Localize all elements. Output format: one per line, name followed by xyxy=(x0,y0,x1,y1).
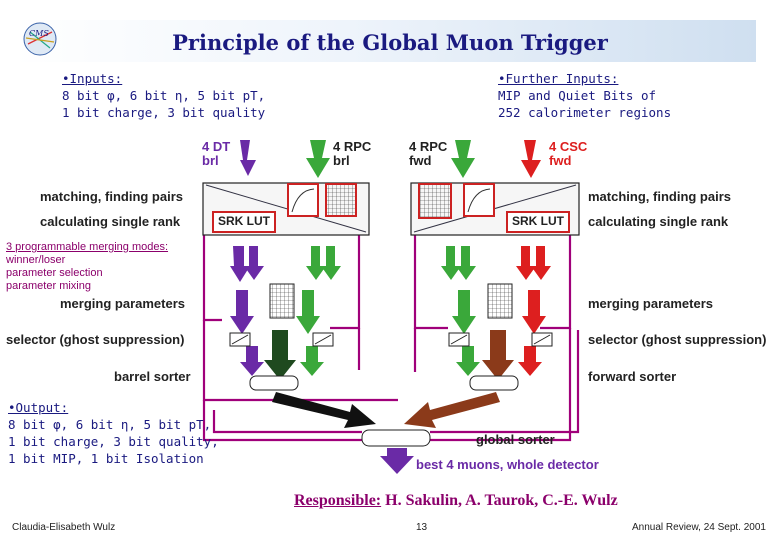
output-block: •Output: 8 bit φ, 6 bit η, 5 bit pT, 1 b… xyxy=(8,399,238,467)
source-rpc-fwd-region: fwd xyxy=(409,153,432,168)
right-curve xyxy=(467,188,491,213)
merging-right-label: merging parameters xyxy=(588,296,713,311)
footer-page-number: 13 xyxy=(416,522,428,533)
right-merge-block xyxy=(487,283,513,319)
source-dt: 4 DT brl xyxy=(202,140,230,168)
rpc-brl-input-arrow xyxy=(306,140,330,178)
left-grid-lut xyxy=(325,183,357,217)
calculating-right-label: calculating single rank xyxy=(588,214,729,229)
source-dt-name: 4 DT xyxy=(202,139,231,154)
output-line3: 1 bit MIP, 1 bit Isolation xyxy=(8,451,204,466)
source-rpc-fwd-name: 4 RPC xyxy=(409,139,448,154)
merging-mode-item: parameter mixing xyxy=(6,280,91,292)
footer-author: Claudia-Elisabeth Wulz xyxy=(12,522,116,533)
srk-lut-left-label: SRK LUT xyxy=(218,214,270,228)
cms-logo: CMS xyxy=(23,22,57,56)
source-rpc-brl-name: 4 RPC xyxy=(333,139,372,154)
merging-mode-item: winner/loser xyxy=(6,254,66,266)
best-muons-arrow xyxy=(380,448,414,474)
responsible-heading: Responsible: xyxy=(294,492,382,509)
mid-arrows xyxy=(230,246,551,282)
selector-left-label: selector (ghost suppression) xyxy=(6,332,185,347)
right-grid-lut xyxy=(418,183,452,219)
rpc-fwd-input-arrow xyxy=(451,140,475,178)
further-inputs-block: •Further Inputs: MIP and Quiet Bits of 2… xyxy=(498,70,738,121)
left-srk-lut-box xyxy=(212,211,276,233)
matching-right-label: matching, finding pairs xyxy=(588,189,732,204)
forward-to-global-arrow xyxy=(404,392,500,428)
dt-input-arrow xyxy=(240,140,256,176)
barrel-sorter-label: barrel sorter xyxy=(114,369,191,384)
inputs-heading: •Inputs: xyxy=(62,71,123,86)
merging-left-label: merging parameters xyxy=(60,296,185,311)
source-dt-region: brl xyxy=(202,153,219,168)
forward-sorter-label: forward sorter xyxy=(588,369,677,384)
barrel-sorter-box xyxy=(249,375,299,391)
merging-modes-heading: 3 programmable merging modes: xyxy=(6,241,169,253)
global-sorter-label: global sorter xyxy=(476,432,555,447)
barrel-to-global-arrow xyxy=(272,392,376,428)
merging-mode-item: parameter selection xyxy=(6,267,103,279)
source-csc: 4 CSC fwd xyxy=(549,140,587,168)
source-rpc-brl: 4 RPC brl xyxy=(333,140,371,168)
source-rpc-fwd: 4 RPC fwd xyxy=(409,140,447,168)
left-curve xyxy=(291,188,315,213)
selector-boxes xyxy=(229,332,553,347)
source-csc-name: 4 CSC xyxy=(549,139,588,154)
merging-modes-block: 3 programmable merging modes: winner/los… xyxy=(6,241,206,293)
global-sorter-box xyxy=(361,429,431,447)
input-arrows xyxy=(240,140,541,178)
forward-sorter-box xyxy=(469,375,519,391)
source-rpc-brl-region: brl xyxy=(333,153,350,168)
inputs-line2: 1 bit charge, 3 bit quality xyxy=(62,105,266,120)
source-csc-region: fwd xyxy=(549,153,572,168)
inputs-line1: 8 bit φ, 6 bit η, 5 bit pT, xyxy=(62,88,266,103)
footer-event: Annual Review, 24 Sept. 2001 xyxy=(632,522,766,533)
output-line2: 1 bit charge, 3 bit quality, xyxy=(8,434,219,449)
left-merge-block xyxy=(269,283,295,319)
output-line1: 8 bit φ, 6 bit η, 5 bit pT, xyxy=(8,417,212,432)
csc-input-arrow xyxy=(521,140,541,178)
further-inputs-line1: MIP and Quiet Bits of xyxy=(498,88,657,103)
page-title: Principle of the Global Muon Trigger xyxy=(172,30,608,55)
svg-text:CMS: CMS xyxy=(29,29,49,38)
responsible-line: Responsible: H. Sakulin, A. Taurok, C.-E… xyxy=(294,492,618,510)
right-srk-lut-box xyxy=(506,211,570,233)
inputs-block: •Inputs: 8 bit φ, 6 bit η, 5 bit pT, 1 b… xyxy=(62,70,302,121)
calculating-left-label: calculating single rank xyxy=(40,214,181,229)
further-inputs-heading: •Further Inputs: xyxy=(498,71,619,86)
responsible-names: H. Sakulin, A. Taurok, C.-E. Wulz xyxy=(385,492,618,509)
selector-right-label: selector (ghost suppression) xyxy=(588,332,767,347)
title-band xyxy=(14,20,756,62)
output-heading: •Output: xyxy=(8,400,69,415)
left-box-diagonal xyxy=(205,184,367,233)
best-muons-label: best 4 muons, whole detector xyxy=(416,457,599,472)
wiring xyxy=(202,234,580,442)
srk-lut-right-label: SRK LUT xyxy=(512,214,564,228)
selector-arrows xyxy=(230,290,546,380)
matching-left-label: matching, finding pairs xyxy=(40,189,184,204)
further-inputs-line2: 252 calorimeter regions xyxy=(498,105,672,120)
